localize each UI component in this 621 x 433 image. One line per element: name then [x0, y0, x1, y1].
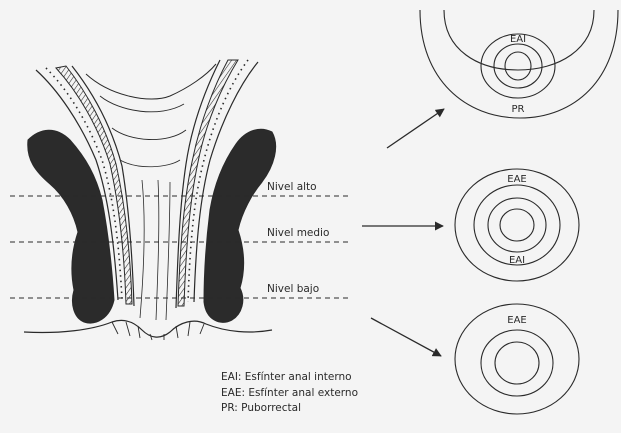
section-high-ring-inner — [505, 52, 531, 80]
right-external-sphincter — [204, 129, 276, 322]
arrow-to-bottom-section — [371, 318, 441, 356]
level-label-high: Nivel alto — [267, 181, 317, 193]
section-high-eai-label: EAI — [510, 34, 526, 45]
level-label-middle: Nivel medio — [267, 227, 329, 239]
arrow-to-top-section — [387, 109, 444, 148]
anal-verge — [24, 320, 272, 337]
section-middle-ring-2 — [474, 185, 560, 265]
legend-item-pr: PR: Puborrectal — [221, 401, 358, 417]
section-middle-eai-label: EAI — [509, 255, 525, 266]
section-low-ring-2 — [481, 330, 553, 396]
section-middle-ring-3 — [488, 198, 546, 252]
section-high-pr-label: PR — [512, 104, 525, 115]
section-middle-eae-label: EAE — [507, 174, 526, 185]
left-external-sphincter — [28, 130, 114, 323]
legend-item-eae: EAE: Esfínter anal externo — [221, 386, 358, 402]
section-high-ring-middle — [494, 44, 542, 88]
section-middle-ring-4 — [500, 209, 534, 241]
legend: EAI: Esfínter anal interno EAE: Esfínter… — [221, 370, 358, 417]
section-high-level — [420, 10, 618, 118]
arrows — [362, 109, 444, 356]
section-low-eae-label: EAE — [507, 315, 526, 326]
legend-item-eai: EAI: Esfínter anal interno — [221, 370, 358, 386]
section-high-outer-arc — [420, 10, 618, 118]
level-label-low: Nivel bajo — [267, 283, 319, 295]
section-low-ring-3 — [495, 342, 539, 384]
